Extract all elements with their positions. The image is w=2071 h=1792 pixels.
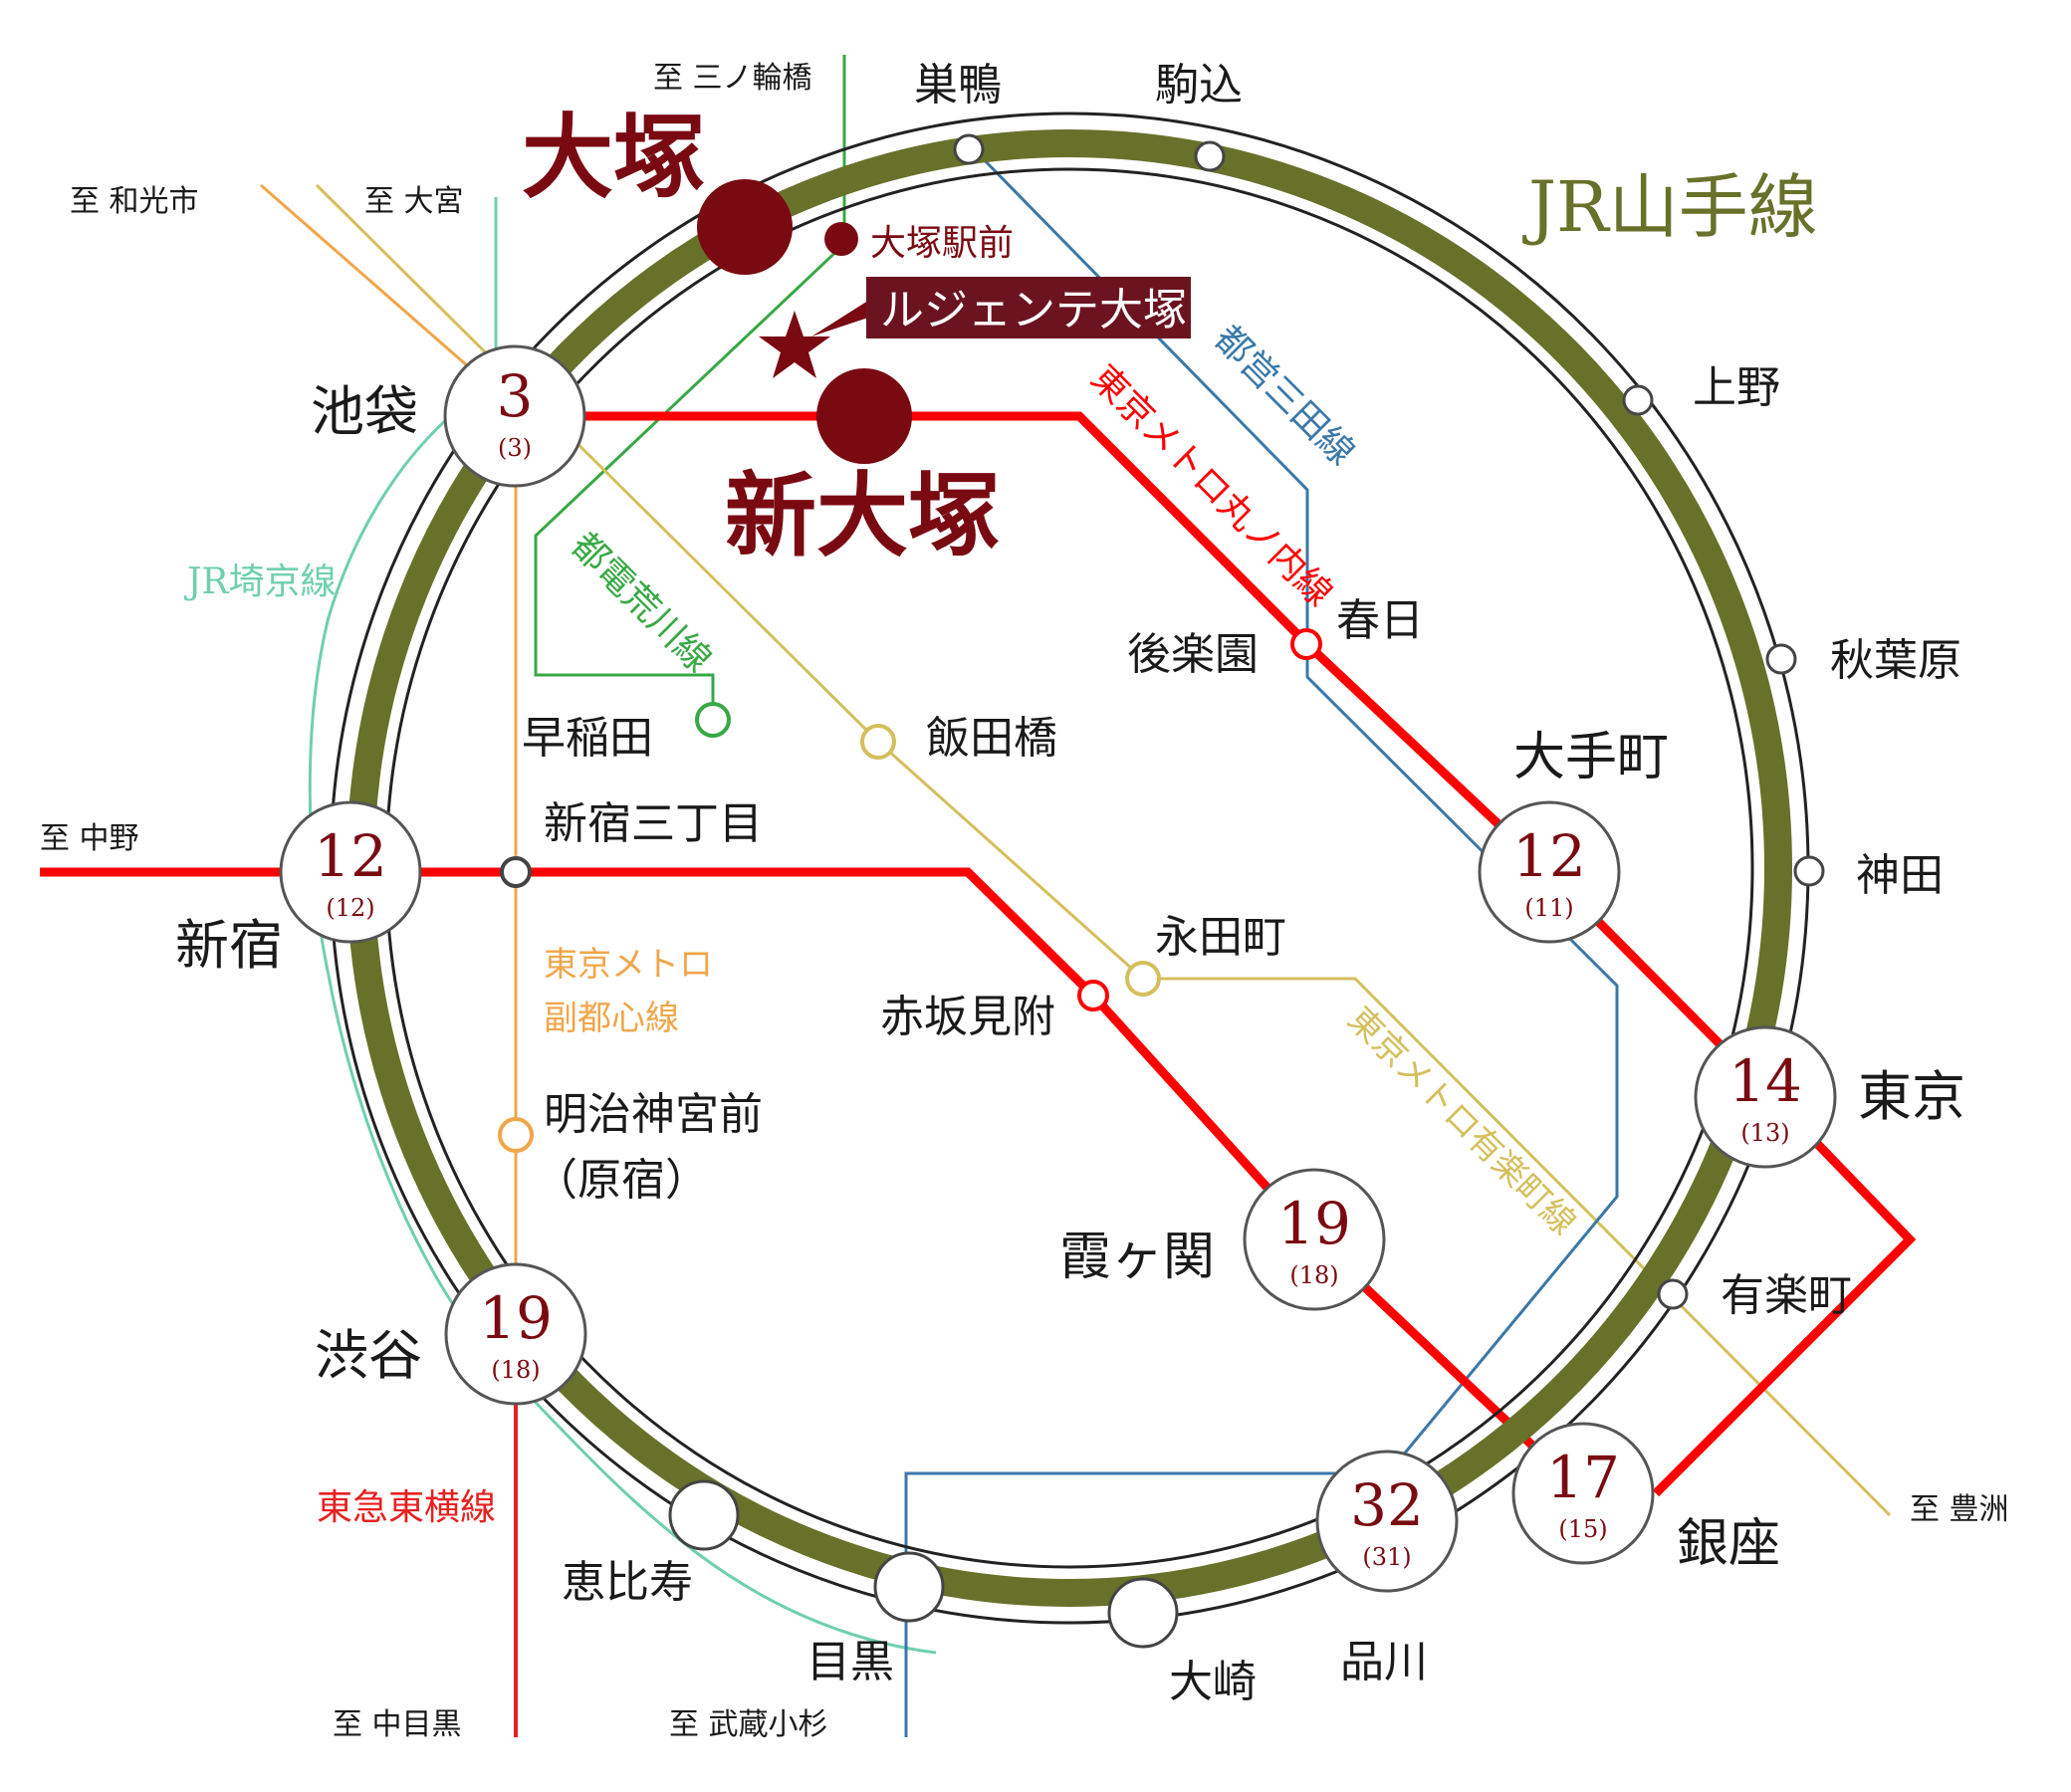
dest-toyosu: 至 豊洲 (1910, 1492, 2009, 1527)
yamanote-label: JR山手線 (1522, 166, 1818, 248)
ikebukuro-station[interactable]: 3 (3) (443, 344, 586, 488)
yurakucho-label: 有楽町 (1721, 1270, 1852, 1321)
komagome-label: 駒込 (1155, 60, 1243, 111)
svg-text:19: 19 (1277, 1190, 1351, 1257)
kasumigaseki-label: 霞ヶ関 (1059, 1228, 1215, 1287)
tokyo-station[interactable]: 14 (13) (1694, 1025, 1837, 1169)
meiji-jingumae-label: 明治神宮前 (544, 1089, 763, 1140)
iidabashi-station[interactable] (860, 724, 896, 760)
dest-nakameguro: 至 中目黒 (333, 1707, 462, 1742)
akihabara-station[interactable] (1765, 643, 1797, 675)
nagatacho-label: 永田町 (1155, 912, 1286, 963)
otsuka-label: 大塚 (522, 104, 705, 211)
sugamo-station[interactable] (953, 133, 985, 165)
svg-text:32: 32 (1350, 1471, 1424, 1539)
mita-line (904, 147, 1619, 1737)
mita-label: 都営三田線 (1207, 318, 1362, 473)
svg-text:(11): (11) (1524, 894, 1573, 922)
otemachi-label: 大手町 (1513, 728, 1669, 787)
sugamo-label: 巣鴨 (914, 60, 1002, 111)
ebisu-station[interactable] (668, 1479, 740, 1551)
ginza-station[interactable]: 17 (15) (1511, 1422, 1655, 1565)
svg-text:(15): (15) (1558, 1515, 1607, 1543)
osaki-label: 大崎 (1169, 1657, 1257, 1707)
yurakucho-station[interactable] (1657, 1278, 1689, 1310)
shinjuku-sanchome-station[interactable] (500, 856, 532, 888)
shinjuku-sanchome-label: 新宿三丁目 (544, 798, 763, 849)
fukutoshin-label-1: 東京メトロ (544, 945, 713, 985)
ebisu-label: 恵比寿 (562, 1557, 693, 1608)
shinagawa-label: 品川 (1340, 1637, 1428, 1687)
kanda-station[interactable] (1793, 855, 1825, 887)
waseda-label: 早稲田 (522, 713, 653, 764)
korakuen-label: 後楽園 (1127, 629, 1259, 680)
shinjuku-label: 新宿 (175, 914, 283, 977)
fukutoshin-label-2: 副都心線 (544, 999, 679, 1038)
dest-musashikosugi: 至 武蔵小杉 (669, 1707, 828, 1742)
meguro-label: 目黒 (806, 1637, 894, 1687)
meiji-jingumae-sub-label: （原宿） (534, 1155, 709, 1206)
ueno-label: 上野 (1693, 362, 1780, 413)
tokyo-label: 東京 (1858, 1065, 1965, 1128)
arakawa-line (534, 55, 846, 717)
dest-wakoshi: 至 和光市 (70, 184, 199, 219)
akihabara-label: 秋葉原 (1830, 635, 1961, 686)
shinagawa-station[interactable]: 32 (31) (1315, 1450, 1459, 1593)
shibuya-label: 渋谷 (315, 1324, 422, 1387)
property-label: ルジェンテ大塚 (880, 285, 1187, 336)
waseda-arakawa-terminal[interactable] (695, 702, 731, 738)
svg-text:12: 12 (314, 822, 387, 890)
kasuga-label: 春日 (1336, 595, 1424, 646)
svg-text:17: 17 (1546, 1444, 1620, 1511)
dest-nakano: 至 中野 (40, 821, 139, 856)
shin-otsuka-station-marker[interactable] (816, 368, 912, 464)
shinjuku-station[interactable]: 12 (12) (279, 800, 422, 944)
osaki-station[interactable] (1107, 1577, 1179, 1649)
akasaka-mitsuke-label: 赤坂見附 (880, 992, 1055, 1042)
svg-text:(18): (18) (1289, 1261, 1338, 1289)
svg-text:(3): (3) (498, 434, 532, 462)
otemachi-station[interactable]: 12 (11) (1478, 800, 1621, 944)
property-star-icon[interactable] (759, 311, 830, 378)
ikebukuro-label: 池袋 (311, 380, 418, 443)
otsuka-ekimae-marker[interactable] (824, 222, 858, 256)
kasuga-station[interactable] (1290, 628, 1322, 660)
svg-text:(18): (18) (491, 1356, 540, 1384)
arakawa-label: 都電荒川線 (564, 525, 719, 680)
svg-text:(31): (31) (1362, 1543, 1411, 1571)
svg-text:3: 3 (497, 362, 534, 430)
otsuka-ekimae-label: 大塚駅前 (870, 223, 1014, 264)
shibuya-station[interactable]: 19 (18) (444, 1262, 587, 1406)
otsuka-station-marker[interactable] (697, 179, 793, 275)
nagatacho-station[interactable] (1125, 961, 1161, 997)
ginza-label: 銀座 (1677, 1514, 1780, 1574)
svg-text:(13): (13) (1740, 1119, 1789, 1147)
kasumigaseki-station[interactable]: 19 (18) (1243, 1168, 1386, 1311)
iidabashi-label: 飯田橋 (926, 713, 1057, 764)
svg-text:12: 12 (1512, 822, 1586, 890)
ueno-station[interactable] (1622, 384, 1654, 416)
meguro-station[interactable] (873, 1551, 945, 1623)
svg-text:(12): (12) (326, 894, 374, 922)
kanda-label: 神田 (1856, 850, 1944, 901)
komagome-station[interactable] (1194, 140, 1226, 172)
shin-otsuka-label: 新大塚 (725, 462, 1000, 569)
dest-omiya: 至 大宮 (364, 184, 464, 219)
dest-minowabashi: 至 三ノ輪橋 (653, 61, 812, 96)
svg-text:19: 19 (479, 1284, 553, 1352)
meiji-jingumae-station[interactable] (498, 1117, 534, 1153)
akasaka-mitsuke-station[interactable] (1077, 980, 1109, 1011)
property-callout-pointer (811, 299, 871, 336)
property-callout (866, 277, 1191, 338)
toyoko-label: 東急東横線 (317, 1487, 496, 1528)
saikyo-line (308, 197, 937, 1655)
saikyo-label: JR埼京線 (183, 561, 337, 602)
svg-text:14: 14 (1728, 1047, 1802, 1115)
